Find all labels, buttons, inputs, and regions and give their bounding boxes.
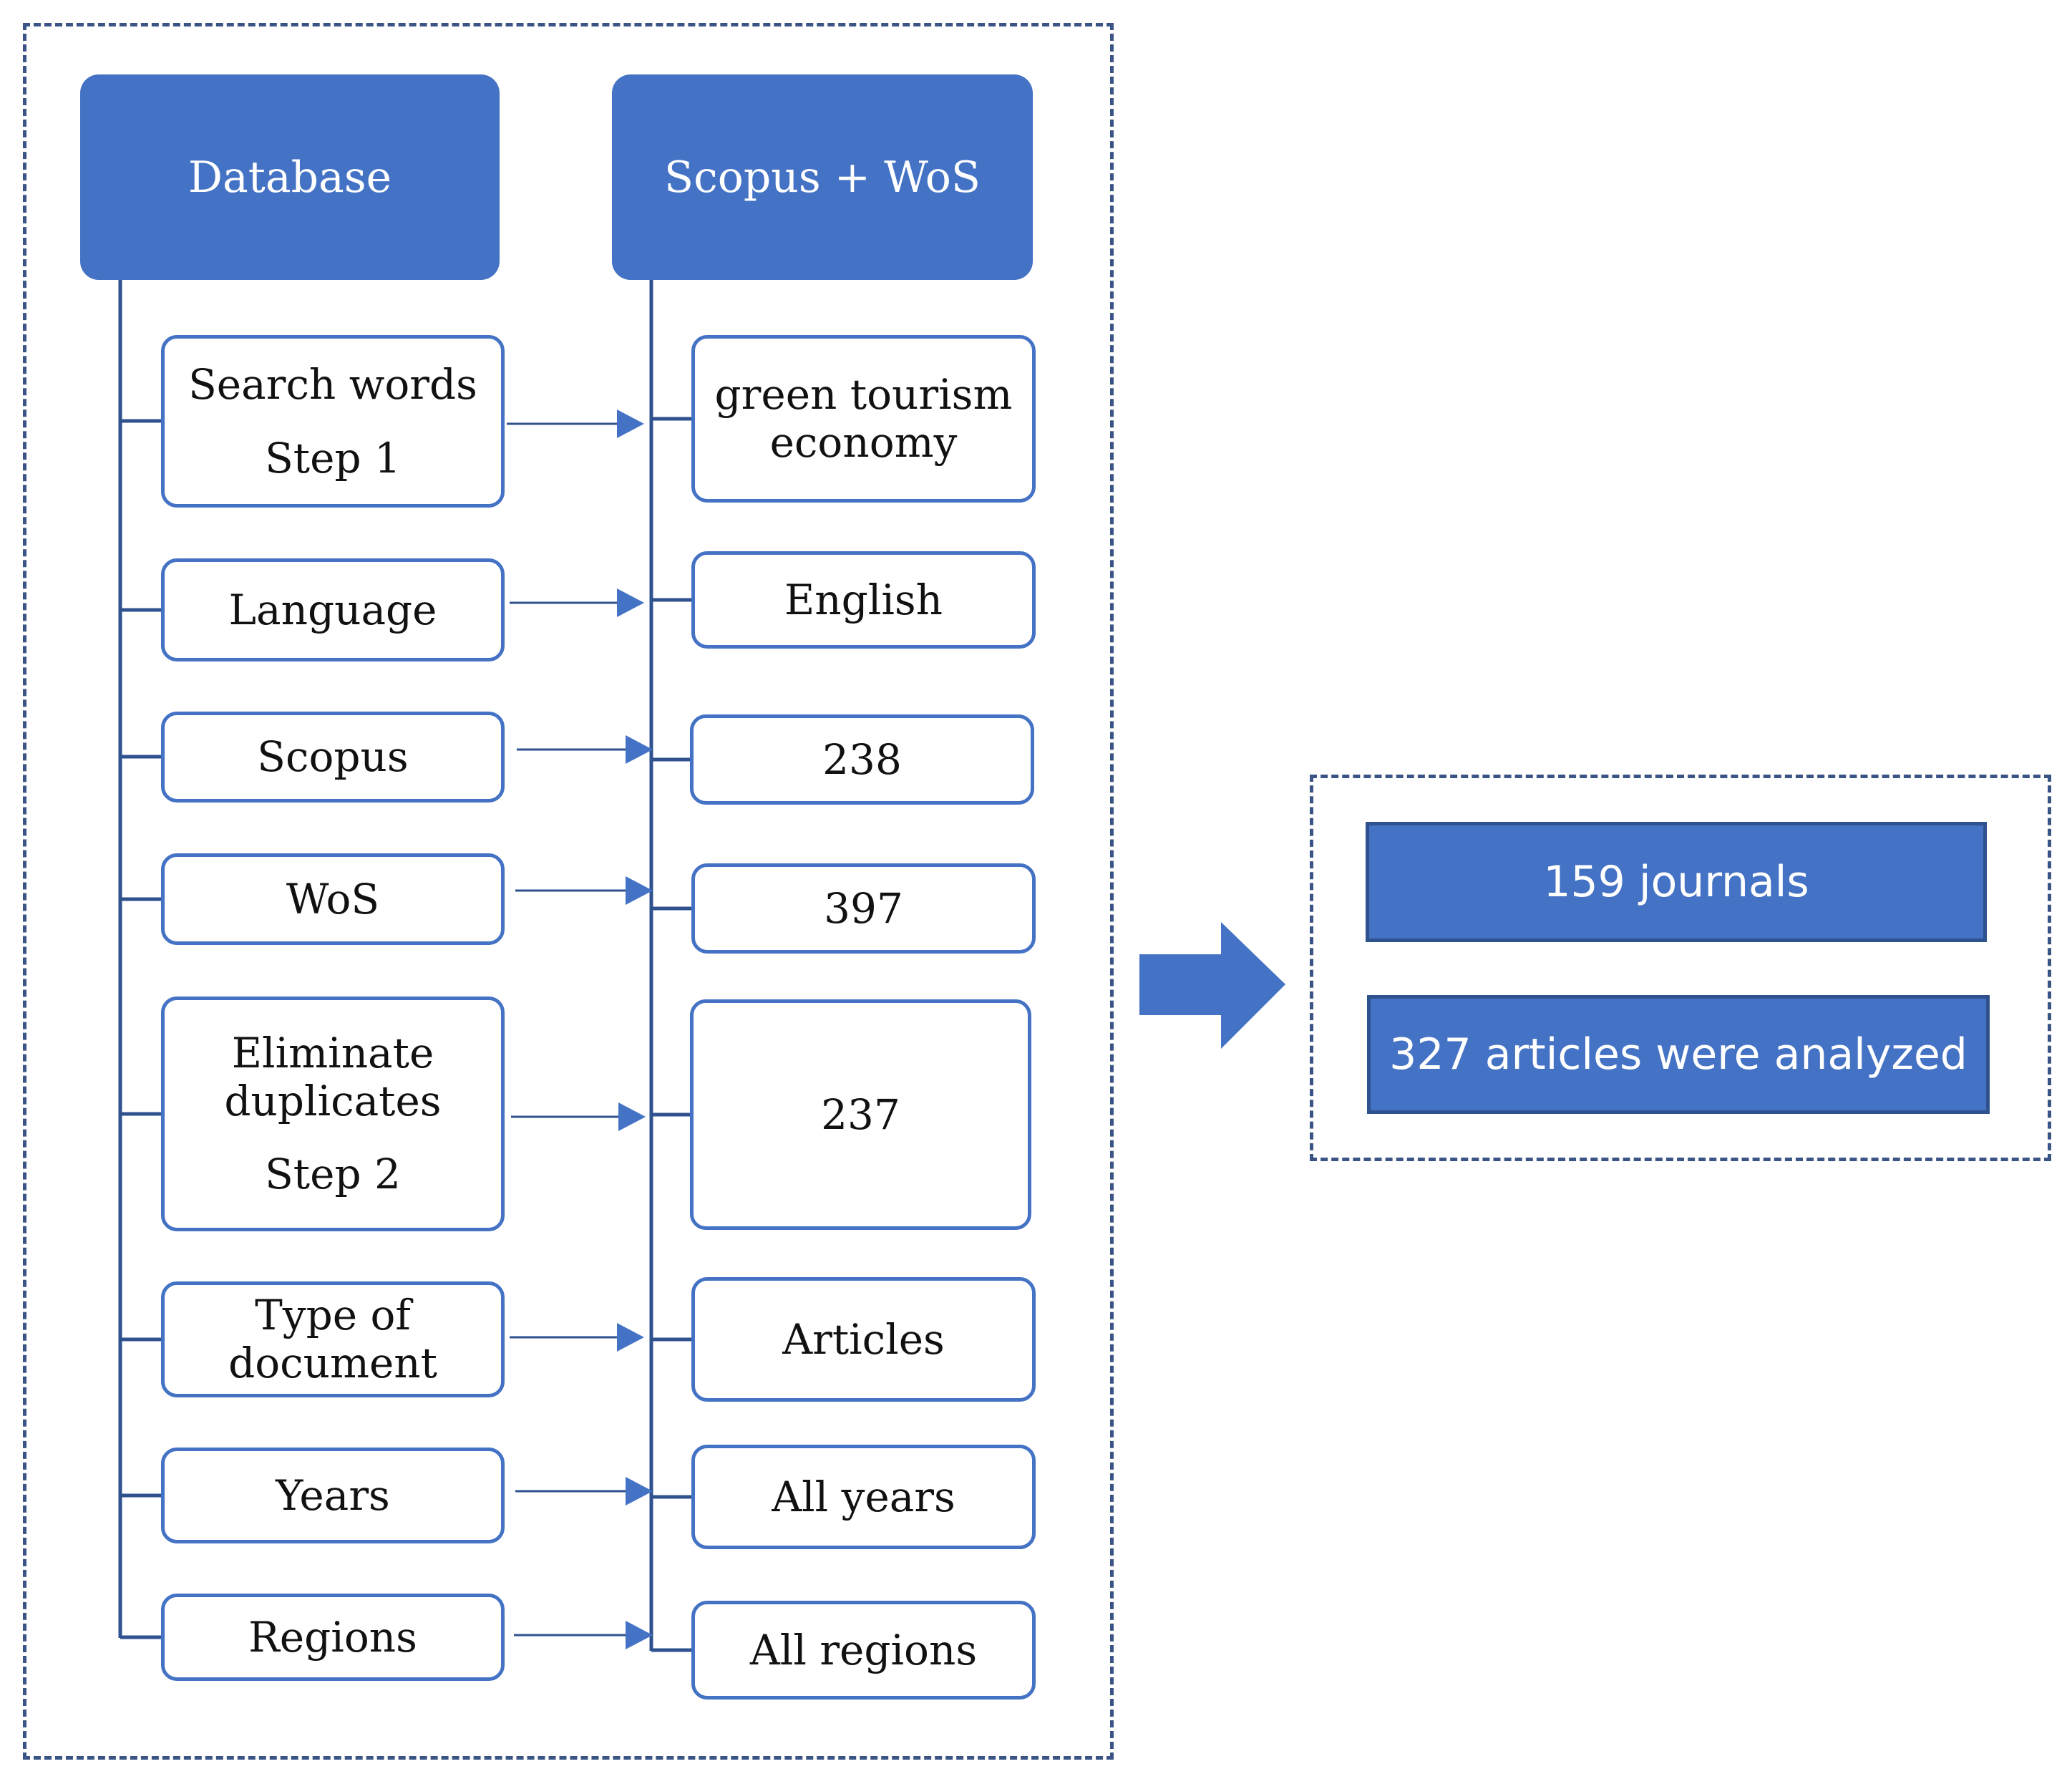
criteria-label-line: duplicates: [224, 1076, 442, 1125]
value-years: All years: [691, 1445, 1036, 1549]
value-label-line: 397: [824, 883, 903, 933]
criteria-type-of-document: Type of document: [161, 1281, 505, 1397]
database-header-label: Database: [188, 152, 392, 203]
value-label-line: 237: [821, 1090, 900, 1139]
value-label-line: green tourism: [714, 370, 1013, 420]
criteria-language: Language: [161, 558, 505, 661]
flow-arrowhead: [626, 1477, 653, 1506]
result-block-arrow: [1139, 922, 1285, 1049]
flow-arrowhead: [617, 588, 644, 617]
value-regions: All regions: [691, 1601, 1036, 1700]
criteria-label-line: Step 2: [265, 1150, 401, 1199]
flow-arrowhead: [617, 409, 644, 438]
source-header-label: Scopus + WoS: [664, 152, 981, 203]
value-label-line: economy: [769, 418, 958, 467]
result-journals-label: 159 journals: [1543, 857, 1809, 907]
value-label-line: All regions: [749, 1625, 978, 1674]
criteria-search-words: Search words Step 1: [161, 335, 505, 508]
source-header: Scopus + WoS: [612, 74, 1033, 280]
result-frame: [1310, 775, 2051, 1161]
criteria-wos: WoS: [161, 853, 505, 945]
value-label-line: English: [784, 575, 943, 624]
criteria-label-line: Regions: [248, 1612, 417, 1662]
criteria-label-line: WoS: [286, 874, 380, 923]
flow-arrowhead: [626, 735, 653, 764]
criteria-label-line: Step 1: [265, 433, 401, 483]
result-articles: 327 articles were analyzed: [1367, 995, 1990, 1114]
value-label-line: Articles: [782, 1314, 945, 1364]
criteria-years: Years: [161, 1448, 505, 1543]
flow-arrowhead: [626, 876, 653, 905]
left-process-frame: [23, 23, 1114, 1760]
criteria-label-line: Years: [276, 1470, 390, 1520]
criteria-label-line: Type of: [255, 1291, 411, 1340]
criteria-regions: Regions: [161, 1594, 505, 1681]
result-articles-label: 327 articles were analyzed: [1389, 1029, 1968, 1080]
criteria-scopus: Scopus: [161, 712, 505, 803]
database-header: Database: [80, 74, 500, 280]
criteria-eliminate-duplicates: Eliminate duplicates Step 2: [161, 997, 505, 1231]
value-search-terms: green tourism economy: [691, 335, 1036, 503]
criteria-label-line: Eliminate: [231, 1028, 434, 1077]
criteria-label-line: Scopus: [257, 732, 409, 782]
value-deduplicated-count: 237: [690, 999, 1031, 1230]
criteria-label-line: Language: [228, 585, 437, 634]
value-scopus-count: 238: [690, 714, 1034, 805]
criteria-label-line: document: [228, 1339, 437, 1387]
value-label-line: All years: [772, 1472, 955, 1521]
criteria-label-line: Search words: [188, 359, 477, 409]
result-journals: 159 journals: [1366, 822, 1987, 942]
value-language: English: [691, 551, 1036, 649]
value-label-line: 238: [822, 734, 902, 784]
flow-arrowhead: [626, 1621, 653, 1649]
value-document-type: Articles: [691, 1277, 1036, 1402]
flow-arrowhead: [617, 1323, 644, 1352]
flow-arrowhead: [618, 1102, 646, 1131]
value-wos-count: 397: [691, 863, 1036, 954]
